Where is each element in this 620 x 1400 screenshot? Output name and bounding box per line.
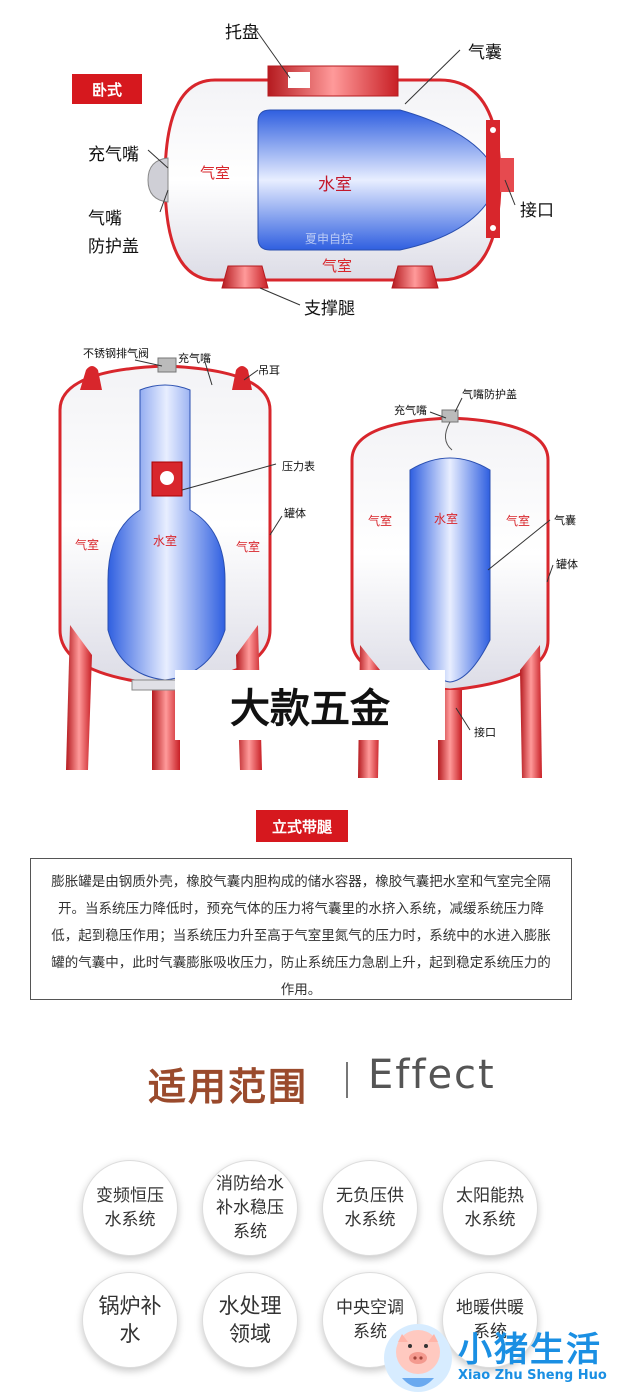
label-bladder: 气囊 (468, 43, 502, 63)
vertical-tanks-diagram (58, 357, 554, 780)
support-leg-left (221, 265, 269, 289)
label-tray: 托盘 (225, 23, 259, 43)
effect-item: 变频恒压水系统 (82, 1160, 178, 1256)
label-support-legs: 支撑腿 (304, 299, 355, 319)
lifting-lug-left (80, 366, 102, 390)
effect-title-cn: 适用范围 (148, 1065, 309, 1109)
effect-item: 锅炉补水 (82, 1272, 178, 1368)
effect-title-separator (346, 1062, 348, 1098)
support-leg-right (391, 265, 439, 289)
left-tank-leg-1 (66, 625, 92, 770)
left-air-chamber-2: 气室 (236, 540, 261, 554)
label-interface: 接口 (520, 201, 554, 221)
overlay-text: 大款五金 (175, 670, 445, 740)
effect-item: 消防给水补水稳压系统 (202, 1160, 298, 1256)
label-exhaust-valve: 不锈钢排气阀 (83, 347, 149, 360)
lifting-lug-right (232, 366, 252, 390)
nozzle-cover (147, 157, 169, 203)
label-right-nozzle-cover: 气嘴防护盖 (462, 388, 517, 401)
horizontal-water-chamber: 水室 (318, 175, 352, 195)
horizontal-tag: 卧式 (72, 74, 142, 104)
label-right-tank-body: 罐体 (556, 558, 578, 571)
tray (267, 65, 399, 97)
effect-item: 太阳能热水系统 (442, 1160, 538, 1256)
vertical-tag: 立式带腿 (256, 810, 348, 842)
effect-title-en: Effect (368, 1052, 496, 1098)
right-air-chamber-1: 气室 (368, 514, 393, 528)
description-text: 膨胀罐是由钢质外壳，橡胶气囊内胆构成的储水容器，橡胶气囊把水室和气室完全隔开。当… (51, 874, 551, 998)
horizontal-air-chamber-left: 气室 (200, 164, 231, 182)
right-water-chamber: 水室 (434, 512, 459, 526)
horizontal-bladder (257, 109, 493, 251)
logo-text-cn: 小猪生活 (458, 1330, 602, 1370)
horizontal-watermark: 夏申自控 (305, 232, 354, 246)
label-right-interface: 接口 (474, 726, 496, 739)
effect-item: 无负压供水系统 (322, 1160, 418, 1256)
left-bladder (107, 384, 226, 681)
right-air-chamber-2: 气室 (506, 514, 531, 528)
label-right-inflation-nozzle: 充气嘴 (394, 404, 427, 417)
label-left-tank-body: 罐体 (284, 507, 306, 520)
label-right-bladder: 气囊 (554, 514, 576, 527)
logo-text-en: Xiao Zhu Sheng Huo (458, 1368, 607, 1383)
label-pressure-gauge: 压力表 (282, 460, 315, 473)
exhaust-valve (157, 357, 177, 373)
left-air-chamber-1: 气室 (75, 538, 100, 552)
left-water-chamber: 水室 (153, 534, 178, 548)
label-nozzle-cover-2: 防护盖 (88, 237, 139, 257)
label-lifting-lug: 吊耳 (258, 364, 280, 377)
pig-logo-icon (384, 1324, 452, 1392)
right-bladder (409, 457, 491, 683)
label-inflation-nozzle: 充气嘴 (88, 145, 139, 165)
label-nozzle-cover-1: 气嘴 (88, 209, 122, 229)
label-left-inflation-nozzle: 充气嘴 (178, 352, 211, 365)
right-tank-leg-2 (520, 645, 542, 778)
horizontal-tank-diagram (147, 29, 516, 306)
horizontal-air-chamber-bottom: 气室 (322, 257, 353, 275)
right-flange (486, 120, 500, 238)
effect-item: 地暖供暖系统 (442, 1272, 538, 1368)
description-box: 膨胀罐是由钢质外壳，橡胶气囊内胆构成的储水容器，橡胶气囊把水室和气室完全隔开。当… (30, 858, 572, 1000)
effect-item: 水处理领域 (202, 1272, 298, 1368)
